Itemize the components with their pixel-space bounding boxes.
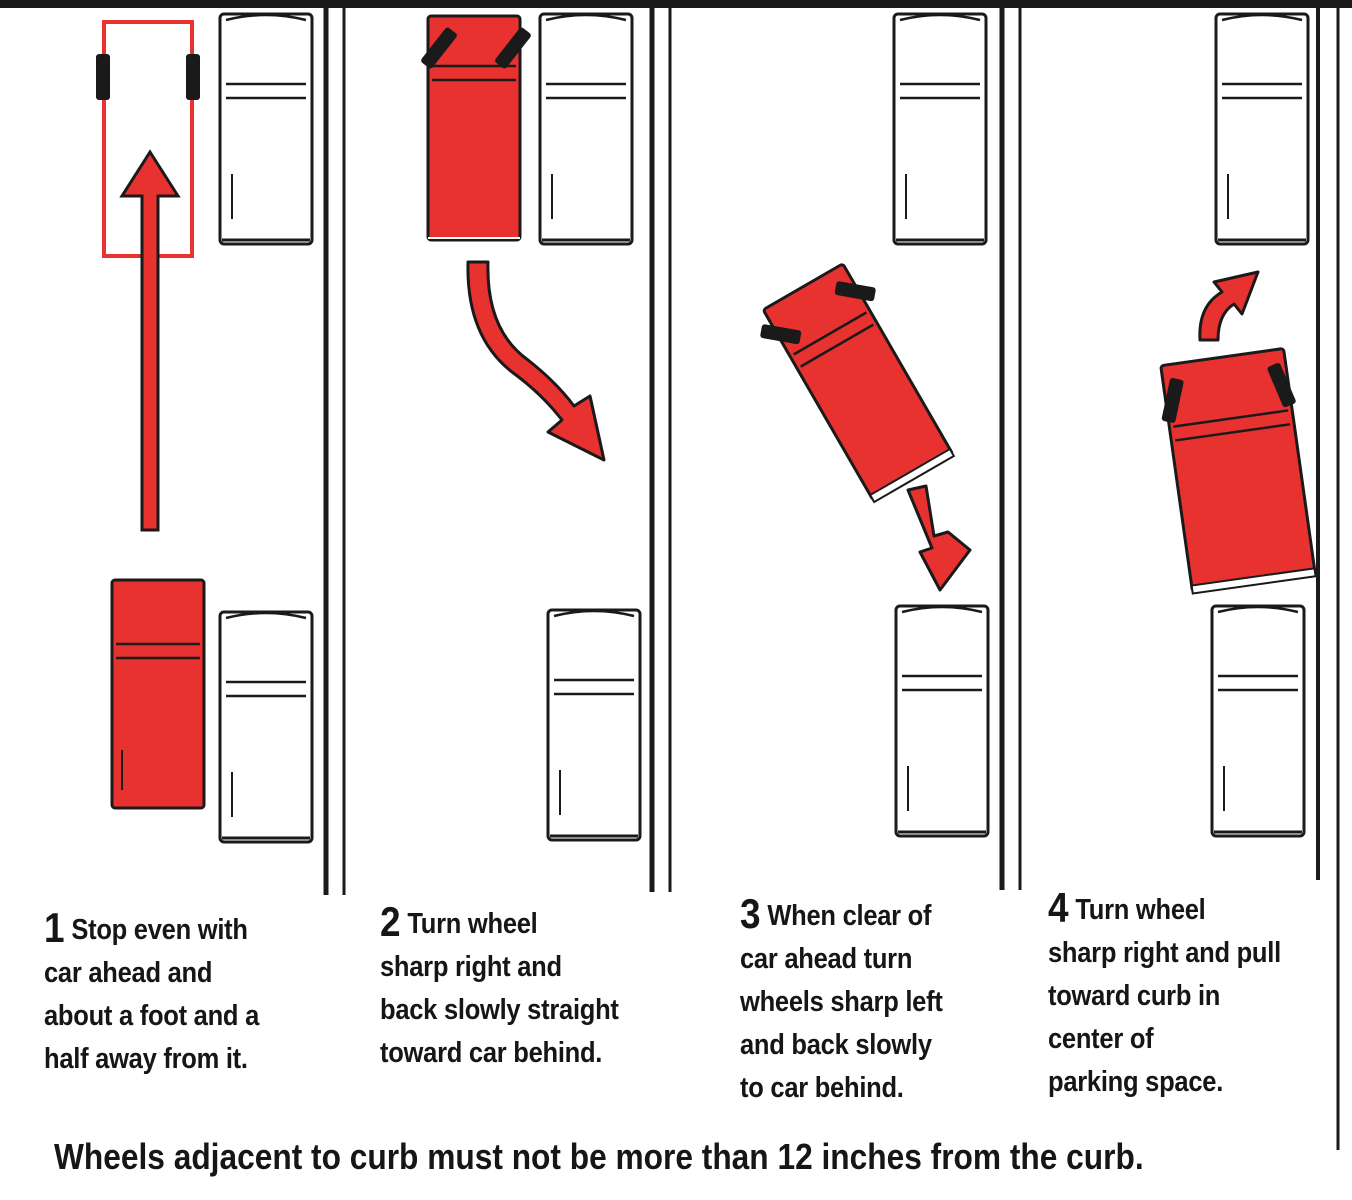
arrow-icon bbox=[906, 484, 972, 592]
caption-line: Stop even with bbox=[71, 914, 248, 946]
step-number: 2 bbox=[380, 898, 401, 945]
caption-line: wheels sharp left bbox=[740, 986, 943, 1018]
caption-line: sharp right and bbox=[380, 951, 562, 983]
car-icon bbox=[426, 14, 522, 242]
arrow-icon bbox=[119, 149, 181, 532]
car-icon bbox=[110, 578, 206, 810]
caption-line: back slowly straight bbox=[380, 994, 619, 1026]
car-icon bbox=[538, 12, 634, 246]
caption-line: about a foot and a bbox=[44, 1000, 260, 1032]
step-number: 1 bbox=[44, 904, 65, 951]
car-icon bbox=[218, 610, 314, 844]
caption-line: half away from it. bbox=[44, 1043, 248, 1075]
panel-2 bbox=[421, 12, 642, 842]
car-icon bbox=[1159, 347, 1317, 593]
caption-line: Turn wheel bbox=[1075, 894, 1206, 926]
caption-line: car ahead and bbox=[44, 957, 213, 989]
panel-4 bbox=[1159, 12, 1317, 838]
car-icon bbox=[894, 604, 990, 838]
car-icon bbox=[218, 12, 314, 246]
caption-line: When clear of bbox=[767, 900, 932, 932]
panel-3 bbox=[760, 12, 990, 838]
caption-line: toward curb in bbox=[1048, 980, 1221, 1012]
caption-line: center of bbox=[1048, 1023, 1154, 1055]
panel-1 bbox=[96, 12, 314, 844]
caption-line: toward car behind. bbox=[380, 1037, 603, 1069]
car-icon bbox=[1210, 604, 1306, 838]
arrow-icon bbox=[466, 260, 606, 462]
caption-line: Turn wheel bbox=[407, 908, 538, 940]
curb-lines bbox=[323, 8, 1340, 1150]
car-icon bbox=[892, 12, 988, 246]
car-icon bbox=[546, 608, 642, 842]
caption-line: sharp right and pull bbox=[1048, 937, 1281, 969]
car-icon bbox=[1214, 12, 1310, 246]
caption-line: parking space. bbox=[1048, 1066, 1224, 1098]
arrow-icon bbox=[1198, 270, 1260, 342]
step-number: 4 bbox=[1048, 884, 1069, 931]
caption-line: to car behind. bbox=[740, 1072, 904, 1104]
footer-note: Wheels adjacent to curb must not be more… bbox=[54, 1136, 1144, 1177]
caption-line: and back slowly bbox=[740, 1029, 932, 1061]
caption-line: car ahead turn bbox=[740, 943, 913, 975]
step-number: 3 bbox=[740, 890, 761, 937]
